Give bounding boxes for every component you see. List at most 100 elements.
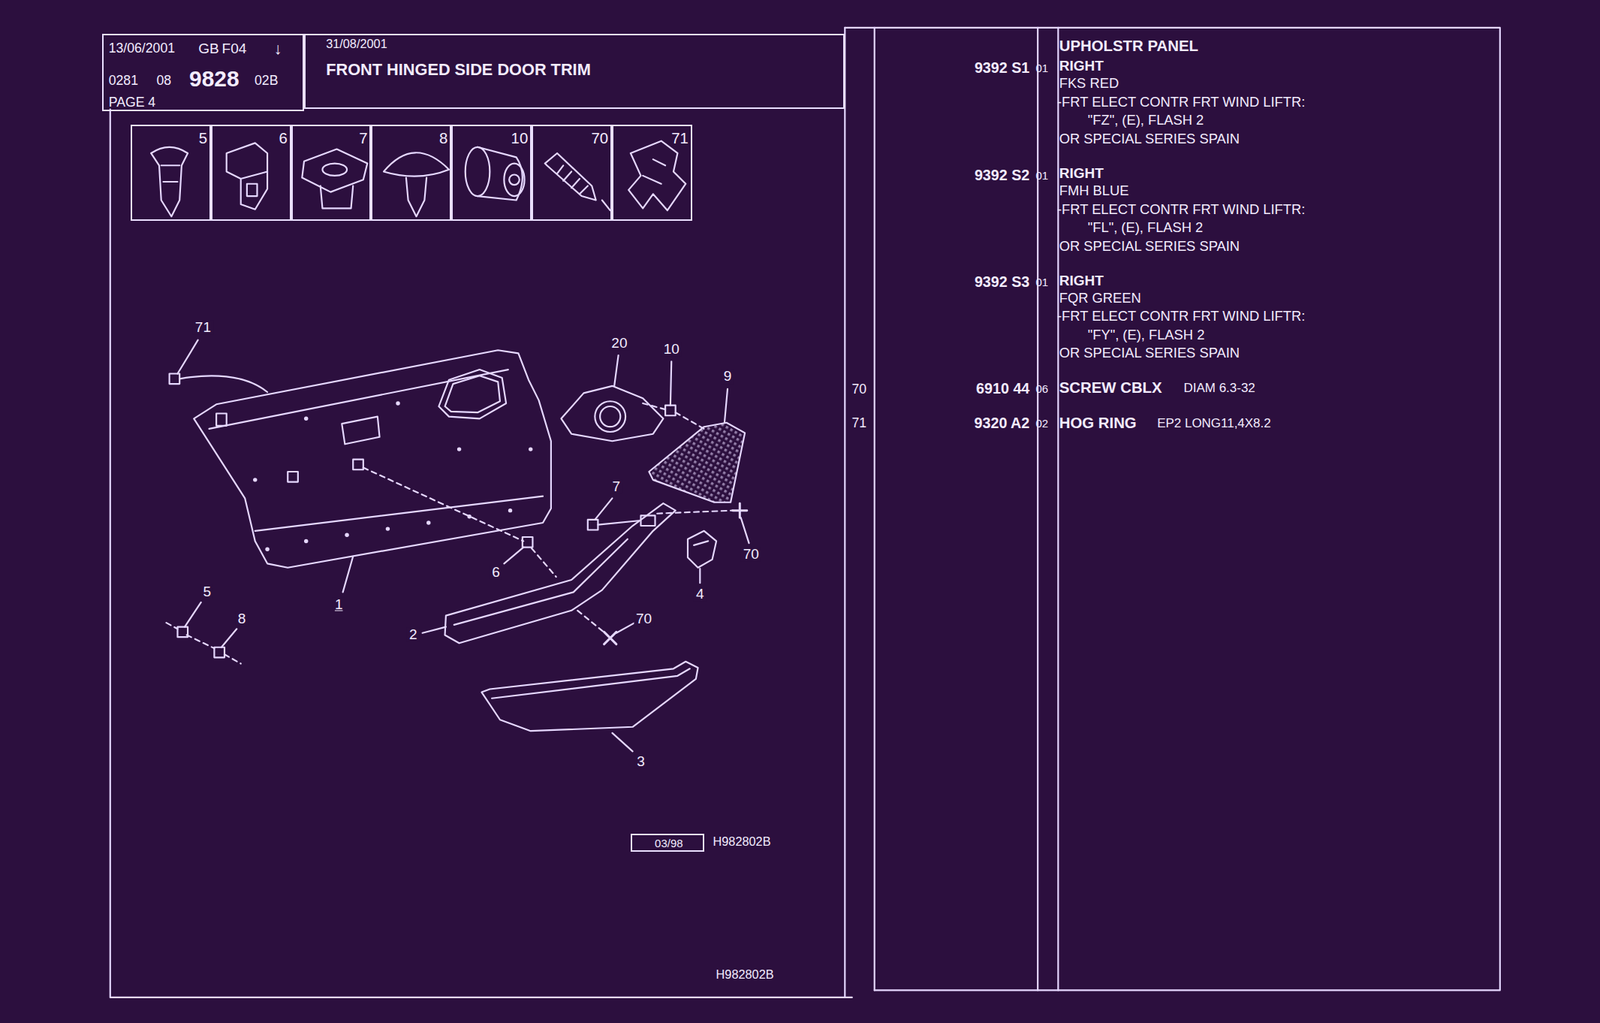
- table-cell: 02: [1035, 418, 1049, 430]
- callout-number: 70: [590, 130, 609, 146]
- table-cell: FQR GREEN: [1059, 291, 1142, 305]
- hog-ring-icon: [628, 141, 686, 211]
- panel-holes: [253, 400, 533, 552]
- callout-marker: [169, 373, 181, 385]
- header-text: 03/98: [654, 837, 683, 850]
- header-text: FRONT HINGED SIDE DOOR TRIM: [325, 61, 591, 79]
- callout-number: 8: [439, 130, 448, 146]
- clip-icon: [150, 147, 188, 217]
- callout-number: 6: [278, 130, 287, 146]
- table-cell: EP2 LONG11,4X8.2: [1157, 415, 1272, 429]
- icon-box: 7: [291, 124, 372, 221]
- icon-box: 5: [130, 124, 211, 221]
- table-cell: 06: [1035, 382, 1049, 395]
- frame-line: [844, 27, 1501, 991]
- table-cell: SCREW CBLX: [1059, 379, 1163, 395]
- drawing-number: H982802B: [716, 967, 775, 980]
- grommet-icon: [465, 147, 525, 201]
- door-pocket: [481, 661, 698, 731]
- callout-number: 8: [235, 611, 249, 626]
- callout-number: 9: [721, 369, 735, 384]
- leader-line: [594, 497, 612, 520]
- callout-marker: [587, 519, 599, 531]
- dashed-line: [363, 467, 557, 577]
- table-cell: HOG RING: [1059, 414, 1137, 430]
- icon-box: 71: [611, 124, 693, 221]
- dashed-line: [577, 610, 606, 634]
- callout-number: 70: [741, 546, 762, 561]
- callout-marker: [177, 626, 188, 638]
- callout-number: 2: [406, 627, 420, 642]
- table-cell: RIGHT: [1059, 273, 1104, 288]
- callout-number: 5: [201, 584, 214, 600]
- callout-number: 10: [661, 341, 682, 356]
- callout-number: 20: [608, 335, 630, 350]
- table-cell: FKS RED: [1059, 76, 1119, 91]
- dashed-line: [166, 622, 242, 663]
- leader-line: [724, 388, 728, 423]
- armrest: [445, 503, 676, 643]
- header-text: PAGE 4: [108, 96, 156, 110]
- callout-number: 71: [671, 130, 689, 146]
- frame-line: [110, 109, 853, 998]
- leader-line: [741, 517, 750, 543]
- table-cell: 9392 S1: [974, 60, 1030, 76]
- table-cell: 9320 A2: [974, 415, 1031, 431]
- table-cell: UPHOLSTR PANEL: [1059, 38, 1199, 54]
- table-cell: 70: [851, 382, 867, 397]
- header-text: ↓: [274, 40, 283, 58]
- callout-marker: [213, 647, 225, 658]
- table-cell: 9392 S3: [974, 275, 1030, 291]
- wire: [179, 375, 268, 392]
- drawing-number: H982802B: [713, 834, 772, 847]
- table-cell: -FRT ELECT CONTR FRT WIND LIFTR:: [1057, 95, 1305, 109]
- speaker-grille: [648, 422, 745, 503]
- dashed-line: [656, 510, 733, 514]
- mushroom-clip-icon: [383, 152, 449, 217]
- callout-number: 3: [634, 753, 648, 769]
- callout-number: 71: [192, 320, 214, 335]
- leader-line: [670, 361, 672, 405]
- header-box: 31/08/2001FRONT HINGED SIDE DOOR TRIM: [304, 33, 845, 110]
- door-trim-panel: [193, 349, 552, 567]
- header-text: 31/08/2001: [325, 37, 388, 50]
- callout-number: 4: [693, 586, 707, 601]
- table-cell: 01: [1035, 63, 1049, 75]
- speaker-mount: [560, 385, 663, 441]
- icon-box: 10: [451, 124, 532, 221]
- header-text: 08: [156, 74, 172, 88]
- table-cell: OR SPECIAL SERIES SPAIN: [1059, 132, 1240, 146]
- screw-position: [732, 503, 748, 518]
- leader-line: [184, 602, 202, 627]
- header-text: 9828: [189, 67, 239, 91]
- leader-line: [177, 340, 198, 374]
- leader-line: [221, 628, 237, 647]
- date-box: 03/98: [630, 833, 705, 851]
- icon-box: 8: [370, 124, 452, 221]
- header-text: F04: [222, 41, 248, 56]
- leader-line: [503, 547, 524, 564]
- callout-number: 10: [511, 130, 529, 146]
- table-cell: FMH BLUE: [1059, 183, 1130, 198]
- table-cell: OR SPECIAL SERIES SPAIN: [1059, 238, 1240, 253]
- header-box: 13/06/2001GBF04↓028108982802BPAGE 4: [102, 33, 305, 112]
- table-cell: RIGHT: [1059, 166, 1104, 181]
- table-cell: DIAM 6.3-32: [1184, 381, 1256, 395]
- table-cell: 6910 44: [976, 381, 1030, 397]
- leader-line: [614, 355, 618, 386]
- callout-number: 1: [332, 596, 346, 612]
- dashed-line: [642, 403, 705, 429]
- icon-box: 70: [531, 124, 612, 221]
- callout-number: 6: [489, 565, 503, 580]
- column-lines: [844, 27, 1058, 998]
- screw-icon: [545, 153, 611, 211]
- table-cell: RIGHT: [1059, 59, 1104, 74]
- leader-line: [616, 622, 635, 633]
- callout-marker: [665, 405, 676, 416]
- callout-number: 5: [198, 130, 208, 146]
- table-cell: "FY", (E), FLASH 2: [1087, 328, 1206, 342]
- bracket-icon: [226, 142, 268, 209]
- callout-number: 70: [633, 611, 654, 626]
- table-cell: 71: [851, 416, 867, 431]
- leader-line: [422, 626, 446, 633]
